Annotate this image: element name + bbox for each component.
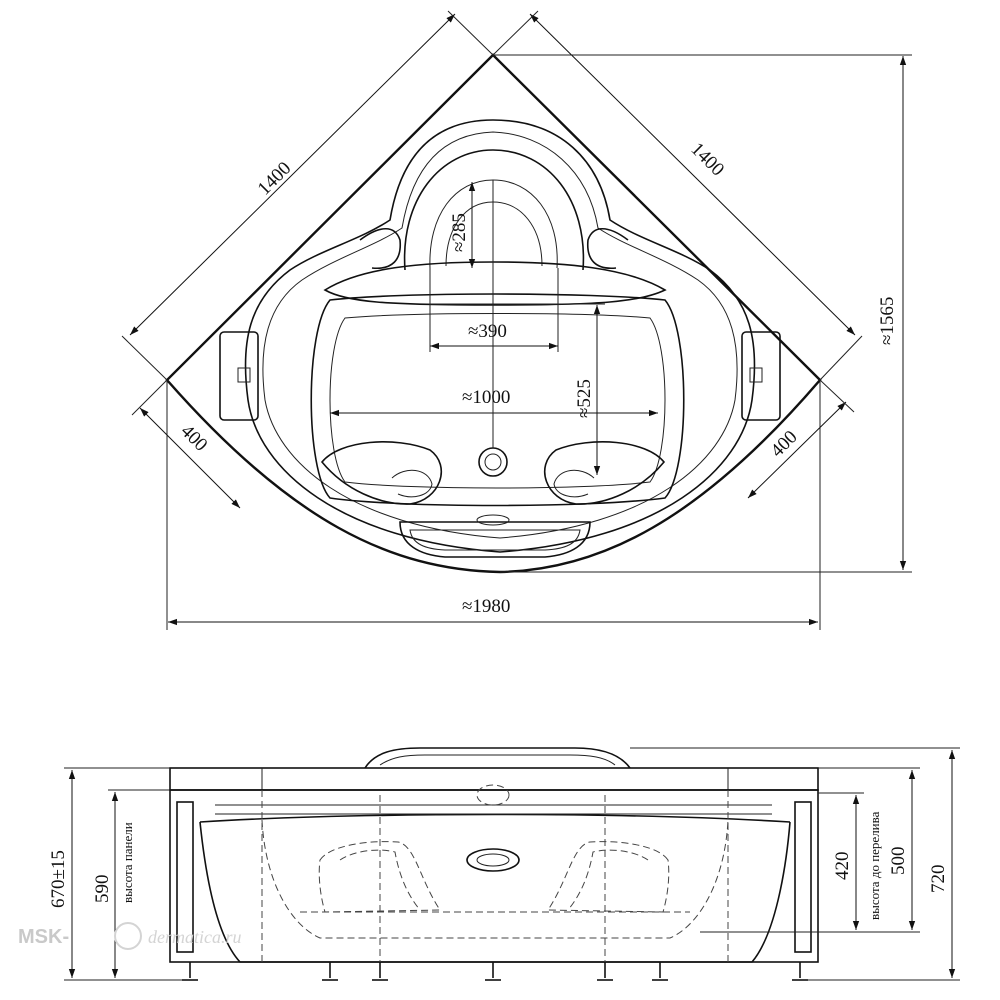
side-body-top bbox=[199, 813, 791, 823]
side-frame bbox=[169, 789, 819, 963]
drain-inner bbox=[484, 453, 502, 471]
side-view: 670±15 590 высота панели 420 высота до п… bbox=[48, 747, 960, 981]
dim-total-height: 670±15 bbox=[48, 850, 69, 908]
left-handle bbox=[219, 331, 259, 421]
dim-width: ≈1980 bbox=[462, 596, 510, 617]
left-post bbox=[176, 801, 194, 953]
right-handle bbox=[741, 331, 781, 421]
watermark-logo-icon bbox=[114, 922, 142, 950]
side-top-hump-inner bbox=[379, 754, 616, 766]
jet-outer bbox=[466, 848, 520, 872]
dim-side-right-line bbox=[529, 13, 856, 336]
dim-corner-left-line bbox=[139, 407, 241, 509]
right-post bbox=[794, 801, 812, 953]
dim-rim-height: 500 bbox=[888, 847, 909, 876]
dim-overflow-label: высота до перелива bbox=[867, 811, 882, 920]
dim-headrest-depth: ≈285 bbox=[449, 213, 470, 252]
dim-ext bbox=[819, 335, 863, 381]
side-rim bbox=[169, 767, 819, 791]
right-seat-hidden-2 bbox=[567, 849, 649, 911]
dim-corner-right-line bbox=[747, 401, 847, 499]
dim-headrest-width: ≈390 bbox=[468, 321, 507, 342]
left-shoulder bbox=[359, 227, 401, 269]
right-seat-hidden bbox=[547, 841, 670, 913]
dim-inner-length: ≈1000 bbox=[462, 387, 510, 408]
left-seat-hidden bbox=[318, 841, 441, 913]
dim-ext bbox=[131, 379, 168, 416]
right-armrest bbox=[544, 441, 666, 505]
left-armrest-inner bbox=[391, 469, 433, 498]
dim-ext bbox=[121, 335, 168, 381]
right-handle-knob bbox=[749, 367, 763, 383]
tub-outline bbox=[165, 53, 822, 574]
dim-corner-left: 400 bbox=[176, 421, 211, 456]
dim-overall-height: 720 bbox=[928, 865, 949, 894]
left-seat-hidden-2 bbox=[339, 849, 421, 911]
side-drain-hidden bbox=[476, 784, 510, 806]
right-shoulder bbox=[587, 227, 629, 269]
dim-depth: ≈1565 bbox=[877, 297, 898, 345]
feet bbox=[182, 962, 808, 981]
left-handle-knob bbox=[237, 367, 251, 383]
front-panel bbox=[399, 521, 591, 558]
top-view: 1400 1400 ≈1565 ≈1980 ≈1000 ≈390 ≈285 ≈5… bbox=[121, 10, 912, 630]
watermark-script: dermatica.ru bbox=[148, 927, 242, 947]
dim-ext bbox=[492, 10, 539, 56]
dim-side-left-line bbox=[129, 13, 456, 336]
overflow-cap bbox=[476, 514, 510, 526]
dim-ext bbox=[819, 379, 855, 413]
drain-outer bbox=[478, 447, 508, 477]
dim-overflow-value: 420 bbox=[832, 852, 853, 881]
watermark: MSK- dermatica.ru bbox=[18, 922, 242, 950]
dim-side-left: 1400 bbox=[254, 158, 296, 200]
side-body bbox=[199, 821, 791, 963]
left-armrest bbox=[320, 441, 442, 505]
jet-inner bbox=[476, 853, 510, 867]
basin-hidden bbox=[261, 819, 729, 939]
dim-panel-height-value: 590 bbox=[92, 875, 113, 904]
dim-ext bbox=[447, 10, 494, 56]
dim-seat-depth: ≈525 bbox=[574, 379, 595, 418]
dim-panel-height-label: высота панели bbox=[120, 822, 135, 903]
side-top-hump bbox=[364, 747, 631, 769]
front-panel-inner bbox=[409, 529, 581, 551]
watermark-brand: MSK- bbox=[18, 926, 69, 948]
right-armrest-inner bbox=[553, 469, 595, 498]
